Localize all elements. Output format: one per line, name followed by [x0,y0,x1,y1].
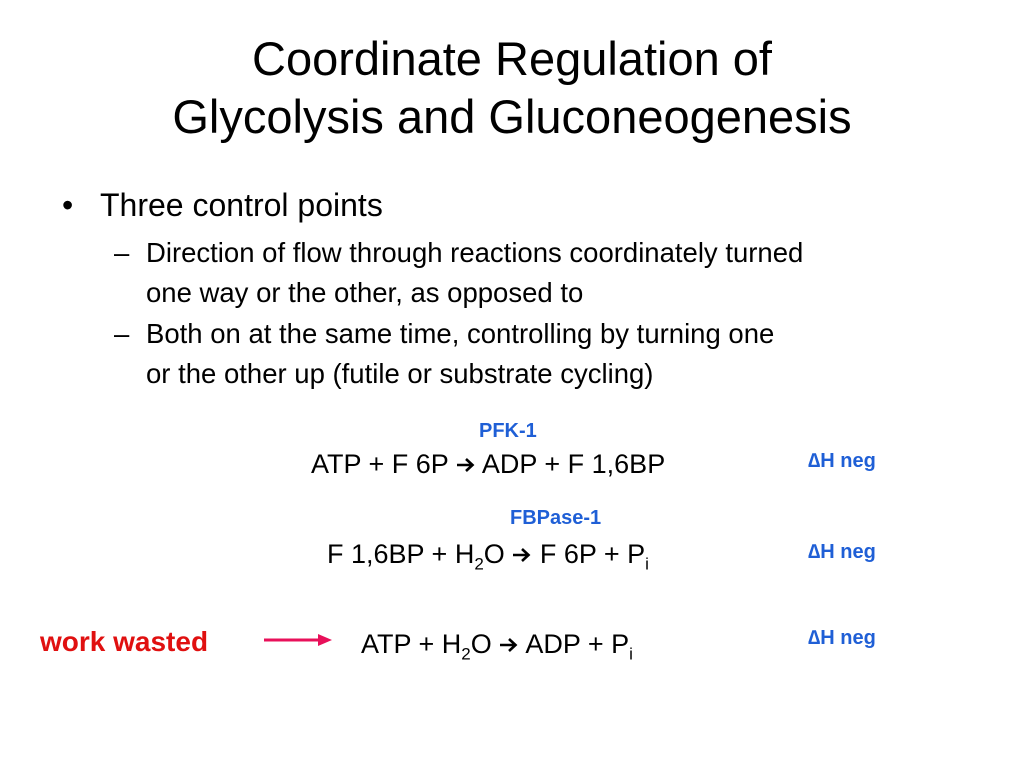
reactant-text: ATP + H [361,629,462,659]
product-text: ADP + P [525,629,630,659]
sub-bullet-line: Both on at the same time, controlling by… [146,318,775,349]
reaction-reactants: ATP + H2O [361,629,492,662]
subscript: 2 [474,554,484,574]
delta-h-label: ∆H neg [808,541,876,563]
arrow-right-icon [264,634,332,646]
reactant-text: F 1,6BP + H [327,539,475,569]
enzyme-label-fbpase1: FBPase-1 [510,507,602,529]
slide-title-line-2: Glycolysis and Gluconeogenesis [172,90,852,143]
reaction-products: ADP + Pi [525,629,633,662]
slide-title: Coordinate Regulation of Glycolysis and … [0,30,1024,146]
reaction-reactants: F 1,6BP + H2O [327,539,505,572]
product-text: F 6P + P [539,539,646,569]
subscript: i [645,554,649,574]
reaction-products: ADP + F 1,6BP [481,449,666,479]
enzyme-label-pfk1: PFK-1 [479,420,537,442]
arrow-right-icon [512,539,540,569]
reactant-text: O [470,629,492,659]
sub-bullet-marker: – [114,318,130,349]
subscript: 2 [461,644,471,664]
arrow-right-icon [499,629,525,659]
work-wasted-label: work wasted [40,626,209,657]
reaction-fbpase1-equation: F 1,6BP + H2O F 6P + Pi [327,537,649,572]
sub-bullet-line: or the other up (futile or substrate cyc… [146,358,654,389]
reactant-text: O [483,539,505,569]
sub-bullet-text: Direction of flow through reactions coor… [146,233,986,313]
reaction-pfk1-equation: ATP + F 6P ADP + F 1,6BP [311,447,665,481]
sub-bullet-marker: – [114,237,130,268]
bullet-marker: • [62,187,74,223]
delta-h-label: ∆H neg [808,627,876,649]
sub-bullet-line: Direction of flow through reactions coor… [146,237,804,268]
reaction-reactants: ATP + F 6P [311,449,449,479]
sub-bullet-text: Both on at the same time, controlling by… [146,314,986,394]
delta-h-label: ∆H neg [808,450,876,472]
subscript: i [629,644,633,664]
reaction-atp-hydrolysis-equation: ATP + H2O ADP + Pi [361,627,633,662]
reaction-products: F 6P + Pi [539,539,649,572]
bullet-text: Three control points [100,187,383,223]
sub-bullet-line: one way or the other, as opposed to [146,277,584,308]
slide-title-line-1: Coordinate Regulation of [252,32,772,85]
arrow-right-icon [456,449,482,479]
